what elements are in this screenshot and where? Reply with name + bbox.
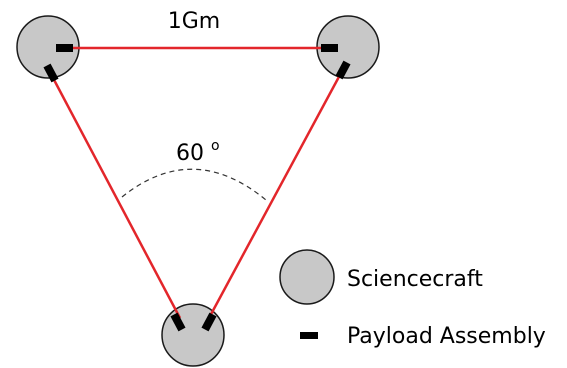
laser-link-left [50, 75, 182, 319]
payload-assembly-tr-horizontal [321, 44, 338, 52]
payload-assembly-tr-diagonal [335, 60, 351, 80]
sciencecraft-bottom [161, 303, 225, 367]
payload-assembly-bottom-right [201, 312, 217, 332]
laser-link-right [207, 72, 343, 319]
legend: Sciencecraft Payload Assembly [279, 249, 546, 349]
payload-assembly-bottom-left [170, 312, 186, 332]
payload-assembly-tl-diagonal [43, 63, 59, 83]
angle-value: 60 [176, 141, 204, 166]
angle-label: 60 o [176, 138, 220, 166]
arm-length-label: 1Gm [168, 9, 220, 34]
legend-payload-icon [300, 332, 318, 339]
legend-sciencecraft-label: Sciencecraft [347, 267, 483, 292]
angle-arc [121, 168, 267, 201]
angle-unit-superscript: o [211, 138, 220, 154]
legend-sciencecraft-icon [279, 249, 335, 305]
legend-payload-label: Payload Assembly [347, 324, 546, 349]
payload-assembly-tl-horizontal [56, 44, 73, 52]
